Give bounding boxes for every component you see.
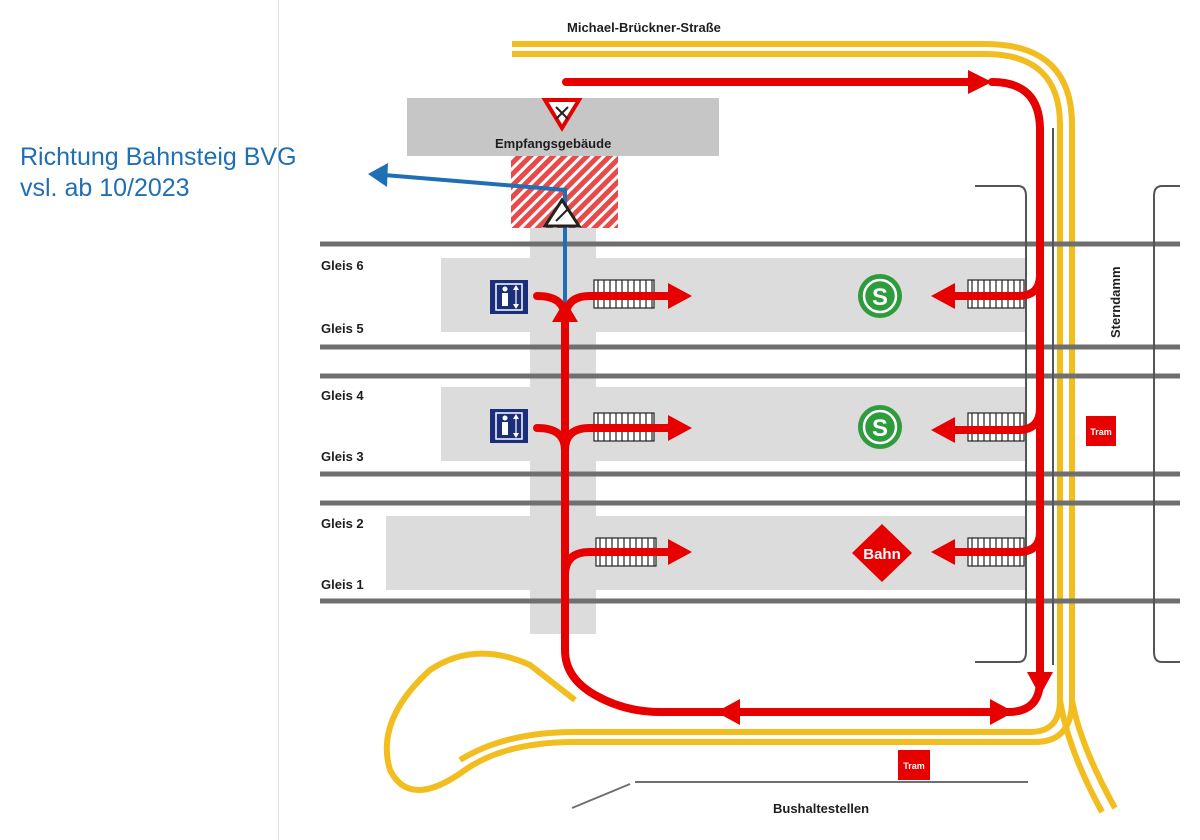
left-panel [0,0,279,840]
bvg-annotation-line-2: vsl. ab 10/2023 [20,174,190,202]
bvg-direction-arrow [368,163,567,302]
track-label-gleis-6: Gleis 6 [321,258,364,273]
track-label-gleis-2: Gleis 2 [321,516,364,531]
sbahn-logo-icon: S [858,405,902,449]
tram-label: Tram [903,761,925,771]
tram-stop-icon: Tram [1086,416,1116,446]
elevator-icon [490,280,528,314]
track-label-gleis-1: Gleis 1 [321,577,364,592]
street-label-right: Sterndamm [1108,266,1123,338]
track-label-gleis-3: Gleis 3 [321,449,364,464]
street-label-top: Michael-Brückner-Straße [567,20,721,35]
bvg-annotation-line-1: Richtung Bahnsteig BVG [20,143,297,171]
sbahn-letter: S [872,284,888,311]
tram-label: Tram [1090,427,1112,437]
construction-warning-icon [542,197,582,228]
sbahn-letter: S [872,415,888,442]
building-label: Empfangsgebäude [495,136,611,151]
sbahn-logo-icon: S [858,274,902,318]
bahn-label: Bahn [863,546,901,563]
track-label-gleis-5: Gleis 5 [321,321,364,336]
bvg-annotation: Richtung Bahnsteig BVG vsl. ab 10/2023 [20,142,297,204]
bus-stops-label: Bushaltestellen [773,801,869,816]
track-label-gleis-4: Gleis 4 [321,388,364,403]
road-network [383,41,1118,814]
route-arrowheads [552,70,1053,725]
entrance-sign-icon [541,98,583,132]
bus-area-lines [571,781,1028,809]
platforms [386,228,1027,634]
tram-stop-icon: Tram [898,750,930,780]
bahn-logo-icon: Bahn [852,524,912,582]
elevator-icon [490,409,528,443]
bridge-outlines [975,128,1180,665]
